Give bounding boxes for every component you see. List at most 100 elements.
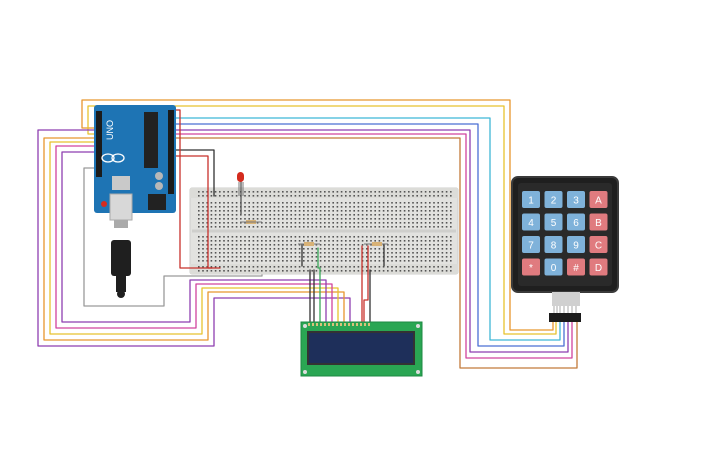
keypad-key[interactable]	[567, 258, 585, 276]
breadboard-hole	[307, 270, 309, 272]
breadboard-hole	[412, 210, 414, 212]
breadboard-hole	[252, 226, 255, 228]
breadboard-hole	[227, 202, 229, 204]
wire-orange-top	[81, 99, 554, 331]
keypad-key[interactable]	[567, 191, 585, 208]
breadboard-hole	[269, 244, 271, 246]
keypad-key[interactable]	[544, 213, 563, 231]
breadboard[interactable]	[189, 187, 459, 275]
breadboard-hole	[290, 226, 292, 228]
breadboard-hole	[252, 256, 255, 258]
breadboard-hole	[286, 270, 288, 272]
breadboard-hole	[244, 222, 246, 224]
breadboard-hole	[328, 222, 330, 224]
breadboard-hole	[256, 195, 259, 197]
breadboard-hole	[429, 206, 431, 208]
breadboard-hole	[336, 270, 339, 272]
arduino-board-icon[interactable]: UNO	[94, 105, 176, 213]
breadboard-hole	[210, 270, 213, 272]
breadboard-hole	[223, 256, 225, 258]
breadboard-hole	[429, 256, 431, 258]
breadboard-hole	[441, 214, 444, 216]
breadboard-hole	[361, 206, 364, 208]
breadboard-hole	[273, 214, 276, 216]
breadboard-hole	[231, 260, 234, 262]
breadboard-hole	[416, 240, 418, 242]
resistor-2[interactable]	[298, 242, 320, 246]
keypad-key[interactable]	[589, 236, 608, 253]
breadboard-hole	[445, 252, 448, 254]
breadboard-hole	[273, 236, 276, 238]
keypad-key[interactable]	[544, 191, 563, 208]
breadboard-hole	[441, 206, 444, 208]
keypad-key[interactable]	[522, 191, 540, 208]
breadboard-hole	[420, 218, 423, 220]
breadboard-hole	[328, 191, 330, 193]
keypad-key[interactable]	[589, 191, 608, 208]
breadboard-hole	[265, 222, 267, 224]
breadboard-hole	[198, 226, 200, 228]
breadboard-hole	[219, 206, 221, 208]
breadboard-hole	[298, 240, 301, 242]
breadboard-hole	[408, 191, 410, 193]
breadboard-hole	[387, 236, 389, 238]
keypad-key[interactable]	[589, 258, 608, 276]
breadboard-hole	[357, 266, 360, 268]
resistor-1[interactable]	[240, 220, 262, 224]
breadboard-hole	[332, 248, 334, 250]
breadboard-hole	[395, 236, 397, 238]
wire-black-gnd	[175, 149, 215, 197]
breadboard-hole	[324, 191, 326, 193]
lcd-16x2-icon[interactable]	[300, 321, 423, 377]
breadboard-hole	[391, 226, 393, 228]
breadboard-hole	[311, 270, 313, 272]
breadboard-hole	[307, 214, 309, 216]
breadboard-hole	[219, 236, 221, 238]
breadboard-hole	[345, 226, 347, 228]
lcd-pin	[308, 323, 310, 326]
breadboard-hole	[387, 260, 389, 262]
keypad-key[interactable]	[522, 258, 540, 276]
breadboard-hole	[311, 266, 313, 268]
keypad-key[interactable]	[522, 213, 540, 231]
resistor-3[interactable]	[364, 242, 388, 246]
keypad-key[interactable]	[544, 258, 563, 276]
breadboard-hole	[315, 248, 318, 250]
keypad-key-label: *	[529, 263, 533, 274]
breadboard-hole	[240, 256, 242, 258]
keypad-key[interactable]	[589, 213, 608, 231]
breadboard-hole	[231, 248, 234, 250]
lcd-pin	[352, 323, 354, 326]
breadboard-hole	[282, 222, 284, 224]
breadboard-hole	[206, 244, 208, 246]
breadboard-hole	[273, 260, 276, 262]
keypad-key[interactable]	[544, 236, 563, 253]
keypad-key[interactable]	[567, 236, 585, 253]
breadboard-hole	[282, 218, 284, 220]
keypad-key-label: 2	[551, 196, 557, 207]
breadboard-hole	[210, 252, 213, 254]
breadboard-hole	[445, 202, 448, 204]
breadboard-hole	[248, 260, 250, 262]
red-led-icon[interactable]	[237, 172, 244, 196]
breadboard-hole	[378, 252, 381, 254]
keypad-key[interactable]	[522, 236, 540, 253]
breadboard-hole	[315, 256, 318, 258]
breadboard-hole	[433, 202, 435, 204]
breadboard-hole	[399, 202, 402, 204]
breadboard-hole	[303, 240, 305, 242]
breadboard-hole	[412, 195, 414, 197]
breadboard-hole	[345, 252, 347, 254]
breadboard-hole	[437, 210, 439, 212]
breadboard-hole	[328, 214, 330, 216]
breadboard-hole	[256, 191, 259, 193]
breadboard-hole	[231, 191, 234, 193]
breadboard-hole	[382, 240, 385, 242]
keypad-key[interactable]	[567, 213, 585, 231]
breadboard-hole	[412, 236, 414, 238]
breadboard-hole	[441, 195, 444, 197]
breadboard-hole	[298, 248, 301, 250]
breadboard-hole	[248, 266, 250, 268]
